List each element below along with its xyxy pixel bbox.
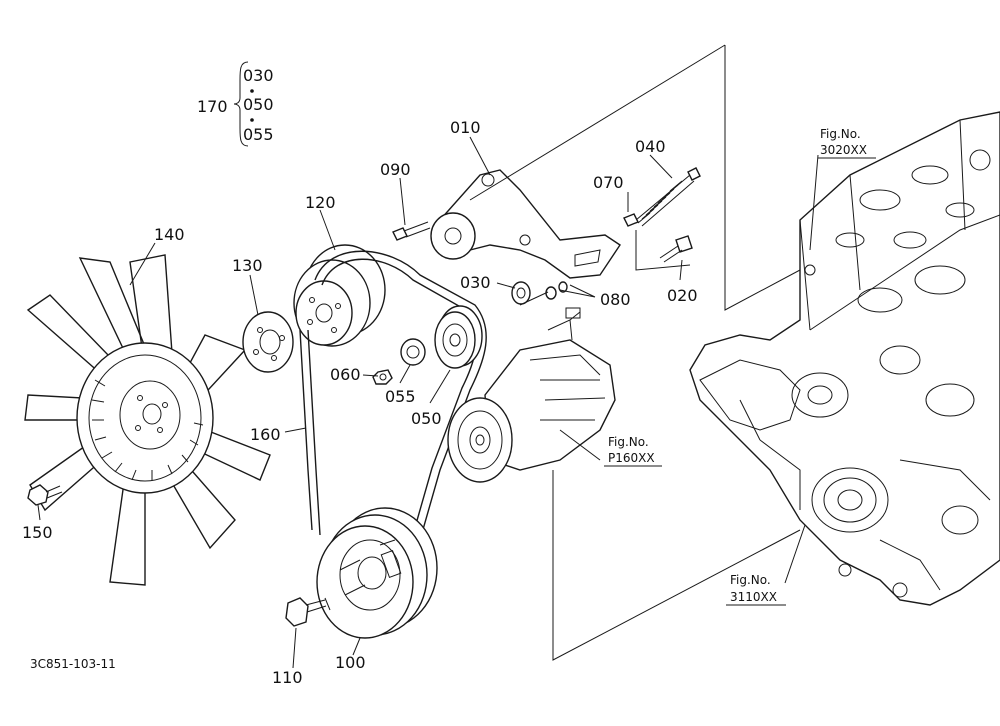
crank-pulley-illustration <box>316 507 438 639</box>
figref-compressor-title: Fig.No. <box>608 435 649 449</box>
figref-cylinder-head-code: 3020XX <box>820 143 867 157</box>
callout-150: 150 <box>22 523 53 542</box>
figref-compressor-code: P160XX <box>608 451 655 465</box>
callout-050: 050 <box>411 409 442 428</box>
kit-170-bracket <box>233 61 254 147</box>
callout-160: 160 <box>250 425 281 444</box>
figref-gear-case-title: Fig.No. <box>730 573 771 587</box>
callout-170-050: 050 <box>243 95 274 114</box>
fan-spacer-illustration <box>242 311 294 373</box>
callout-140: 140 <box>154 225 185 244</box>
callout-170-055: 055 <box>243 125 274 144</box>
figref-compressor[interactable]: Fig.No. P160XX <box>604 435 662 467</box>
leader-lines <box>37 44 819 669</box>
figref-gear-case[interactable]: Fig.No. 3110XX <box>726 573 786 606</box>
callout-020: 020 <box>667 286 698 305</box>
callout-055: 055 <box>385 387 416 406</box>
callout-090: 090 <box>380 160 411 179</box>
callout-010: 010 <box>450 118 481 137</box>
ac-compressor-illustration <box>447 307 616 483</box>
callout-030: 030 <box>460 273 491 292</box>
tension-bracket-illustration <box>430 169 621 279</box>
figref-cylinder-head[interactable]: Fig.No. 3020XX <box>818 127 876 159</box>
tension-pulley-illustration <box>434 305 483 369</box>
callout-070: 070 <box>593 173 624 192</box>
callout-060: 060 <box>330 365 361 384</box>
callout-130: 130 <box>232 256 263 275</box>
callout-170: 170 <box>197 97 228 116</box>
pulley-bolt-illustration <box>27 484 331 627</box>
callout-100: 100 <box>335 653 366 672</box>
callout-110: 110 <box>272 668 303 687</box>
drawing-number: 3C851-103-11 <box>30 657 116 671</box>
fan-pulley-illustration <box>293 244 386 347</box>
figref-cylinder-head-title: Fig.No. <box>820 127 861 141</box>
small-parts-illustration <box>372 281 568 385</box>
callout-040: 040 <box>635 137 666 156</box>
figref-gear-case-code: 3110XX <box>730 590 777 604</box>
bolts-illustration <box>392 167 701 263</box>
callout-080: 080 <box>600 290 631 309</box>
callout-120: 120 <box>305 193 336 212</box>
fan-illustration <box>24 254 271 586</box>
callout-170-030: 030 <box>243 66 274 85</box>
engine-block-illustration <box>689 111 1000 606</box>
